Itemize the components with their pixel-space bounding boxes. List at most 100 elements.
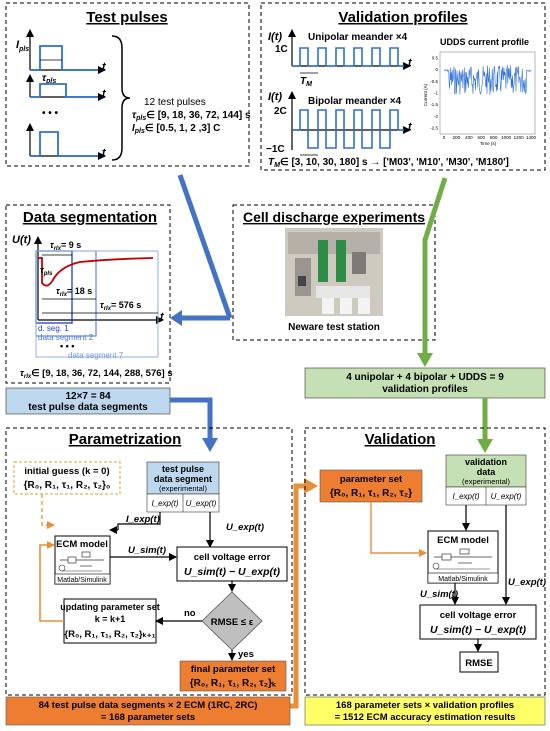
parametrization-panel: Parametrization initial guess (k = 0) {R… bbox=[5, 427, 293, 696]
seg-dots: • • • bbox=[60, 341, 74, 351]
svg-text:τpls: τpls bbox=[40, 265, 53, 277]
val-bottom-line1: 168 parameter sets × validation profiles bbox=[336, 700, 514, 711]
vdata-line2: data bbox=[477, 467, 497, 477]
tau-pls-values: ∈ [9, 18, 36, 72, 144] s bbox=[146, 110, 251, 121]
rlx-values-sub: rlx bbox=[24, 374, 32, 380]
udds-title: UDDS current profile bbox=[440, 37, 529, 47]
ecm-circuit-icon bbox=[58, 551, 104, 572]
val-usim-label: U_sim(t) bbox=[420, 589, 458, 600]
update-line2: k = k+1 bbox=[95, 614, 126, 624]
ipls-label: I bbox=[16, 39, 20, 51]
seg-ylabel: U(t) bbox=[12, 234, 31, 246]
udds-xtick-label: 1000 bbox=[501, 135, 512, 140]
initial-guess-line1: initial guess (k = 0) bbox=[24, 466, 109, 477]
val-error-line2: U_sim(t) − U_exp(t) bbox=[430, 624, 526, 636]
param-iexp-label: I_exp(t) bbox=[126, 514, 160, 525]
rlx18-tau: τ bbox=[56, 286, 61, 296]
seg-t-label: t bbox=[160, 311, 165, 323]
pls-tau: τ bbox=[40, 265, 45, 275]
unipolar-axis-i: I(t) bbox=[268, 31, 282, 43]
update-line1: updating parameter set bbox=[60, 602, 160, 612]
svg-text:τrlx= 9 s: τrlx= 9 s bbox=[50, 240, 81, 252]
seg7-label: data segment 7 bbox=[68, 351, 124, 360]
cell-discharge-panel: Cell discharge experiments Neware test s… bbox=[232, 204, 436, 341]
ipls-sub: pls bbox=[18, 46, 29, 53]
validation-profiles-title: Validation profiles bbox=[338, 9, 467, 26]
t-axis-label-1: t bbox=[102, 61, 107, 73]
val-matlab: Matlab/Simulink bbox=[438, 576, 488, 583]
udds-xtick-label: 800 bbox=[490, 135, 498, 140]
validation-title: Validation bbox=[365, 431, 436, 448]
data-segmentation-title: Data segmentation bbox=[23, 209, 157, 226]
udds-xtick-label: 400 bbox=[465, 135, 473, 140]
udds-ylabel: Current (A) bbox=[423, 83, 428, 106]
tau-pls-sym: τ bbox=[132, 110, 137, 121]
validation-result-line2: validation profiles bbox=[382, 384, 468, 395]
svg-text:Ipls∈ [0.5, 1, 2 ,3] C: Ipls∈ [0.5, 1, 2 ,3] C bbox=[132, 123, 220, 135]
pulse-dots: • • • bbox=[42, 108, 59, 119]
svg-text:τpls∈ [9, 18, 36, 72, 144] s: τpls∈ [9, 18, 36, 72, 144] s bbox=[132, 110, 251, 122]
udds-xtick-label: 1200 bbox=[514, 135, 525, 140]
cell-discharge-title: Cell discharge experiments bbox=[243, 209, 425, 225]
param-bottom-line1: 84 test pulse data segments × 2 ECM (1RC… bbox=[39, 700, 258, 711]
green-connector-arrows bbox=[417, 177, 493, 453]
initial-guess-line2: {R₀, R₁, τ₁, R₂, τ₂}₀ bbox=[24, 480, 111, 491]
val-iexp-cell: I_exp(t) bbox=[452, 492, 479, 501]
tm-values: ∈ [3, 10, 30, 180] s → ['M03', 'M10', 'M… bbox=[280, 157, 509, 168]
rlx18-value: = 18 s bbox=[67, 286, 92, 296]
param-iexp-cell: I_exp(t) bbox=[151, 499, 178, 508]
param-ecm-title: ECM model bbox=[56, 539, 108, 550]
update-line3: {R₀, R₁, τ₁, R₂, τ₂}ₖ₊₁ bbox=[64, 629, 155, 640]
ecm-circuit-icon bbox=[432, 548, 492, 570]
val-bottom-line2: = 1512 ECM accuracy estimation results bbox=[335, 712, 516, 723]
vdata-line3: (experimental) bbox=[462, 477, 510, 486]
data-segmentation-panel: Data segmentation U(t) t τrlx= 9 s τpls … bbox=[5, 204, 173, 384]
param-uexp-label: U_exp(t) bbox=[226, 522, 264, 533]
validation-result-line1: 4 unipolar + 4 bipolar + UDDS = 9 bbox=[346, 372, 504, 383]
tau-pls-sub: pls bbox=[45, 78, 56, 85]
ipls-sym: I bbox=[132, 123, 135, 134]
bipolar-axis-i: I(t) bbox=[268, 91, 282, 103]
test-pulse-count: 12 test pulses bbox=[144, 97, 206, 108]
svg-text:Ipls: Ipls bbox=[16, 39, 29, 53]
udds-ytick-label: -2.5 bbox=[430, 126, 438, 131]
udds-xtick-label: 600 bbox=[478, 135, 486, 140]
bipolar-plot: Bipolar meander ×4 I(t) 2C −1C t bbox=[266, 91, 413, 156]
svg-text:τrlx∈ [9, 18, 36, 72, 144, 288: τrlx∈ [9, 18, 36, 72, 144, 288, 576] s bbox=[20, 368, 173, 380]
svg-text:TM∈ [3, 10, 30, 180] s → ['M03: TM∈ [3, 10, 30, 180] s → ['M03', 'M10', … bbox=[268, 157, 509, 169]
pulse-plot-3: t bbox=[26, 123, 107, 160]
orange-connector-arrow bbox=[290, 478, 318, 709]
val-uexp-label: U_exp(t) bbox=[508, 577, 546, 588]
svg-text:TM: TM bbox=[300, 76, 312, 88]
test-pulse-line1: test pulse bbox=[162, 464, 204, 474]
tm-label-1: T bbox=[300, 76, 307, 87]
val-param-line1: parameter set bbox=[340, 474, 403, 485]
t-axis-label-3: t bbox=[102, 147, 107, 159]
tau-pls-sym-sub: pls bbox=[135, 115, 146, 122]
udds-xtick-label: 1400 bbox=[526, 135, 537, 140]
test-pulse-line3: (experimental) bbox=[159, 484, 207, 493]
udds-ytick-label: 0 bbox=[435, 67, 438, 72]
tm-label-2: T bbox=[268, 157, 275, 168]
validation-profiles-panel: Validation profiles Unipolar meander ×4 … bbox=[260, 2, 546, 171]
unipolar-t-label: t bbox=[408, 57, 413, 69]
unipolar-title: Unipolar meander ×4 bbox=[308, 32, 408, 43]
param-uexp-cell: U_exp(t) bbox=[186, 499, 217, 508]
udds-yticks: 0.50-0.5-1-1.5-2-2.5 bbox=[430, 56, 438, 131]
bipolar-title: Bipolar meander ×4 bbox=[308, 96, 402, 107]
udds-xtick-label: 200 bbox=[453, 135, 461, 140]
rlx-values-tau: τ bbox=[20, 368, 25, 379]
final-line1: final parameter set bbox=[191, 664, 276, 675]
rlx576-value: = 576 s bbox=[111, 300, 141, 310]
yes-label: yes bbox=[238, 649, 254, 660]
validation-result-box: 4 unipolar + 4 bipolar + UDDS = 9 valida… bbox=[304, 367, 546, 399]
neware-photo bbox=[285, 228, 383, 316]
param-matlab: Matlab/Simulink bbox=[57, 577, 107, 584]
unipolar-tick-1c: 1C bbox=[275, 44, 288, 55]
udds-ytick-label: -1.5 bbox=[430, 102, 438, 107]
pulse-plot-2: t bbox=[26, 74, 107, 101]
rlx9-tau: τ bbox=[50, 240, 55, 250]
test-pulses-panel: Test pulses Ipls τpls t t • • • t 12 bbox=[5, 2, 251, 167]
validation-panel: Validation parameter set {R₀, R₁, τ₁, R₂… bbox=[304, 427, 546, 696]
